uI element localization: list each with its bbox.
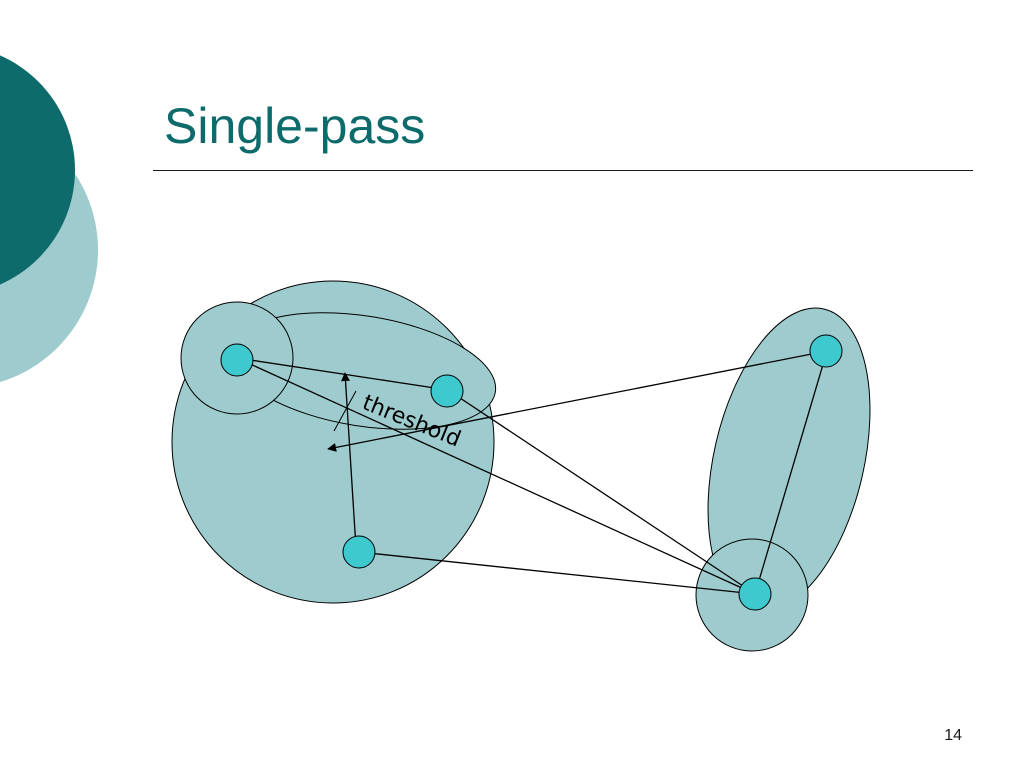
data-point-2 (430, 374, 464, 408)
edge-n4-to-n5 (358, 551, 756, 598)
data-point-5 (738, 577, 772, 611)
title-divider (153, 170, 973, 171)
edge-n2-to-n5 (752, 350, 828, 595)
decor-circle-dark (0, 55, 75, 285)
edge-n4-up (341, 372, 357, 549)
data-point-4 (809, 334, 843, 368)
edge-n2-to-left (327, 350, 828, 452)
data-point-3 (342, 535, 376, 569)
page-number: 14 (944, 727, 962, 744)
edge-n5-to-n1 (236, 357, 756, 595)
slide-title: Single-pass (164, 98, 426, 154)
edge-n3-to-n5 (447, 389, 756, 595)
threshold-tick (333, 390, 357, 432)
data-point-1 (220, 343, 254, 377)
